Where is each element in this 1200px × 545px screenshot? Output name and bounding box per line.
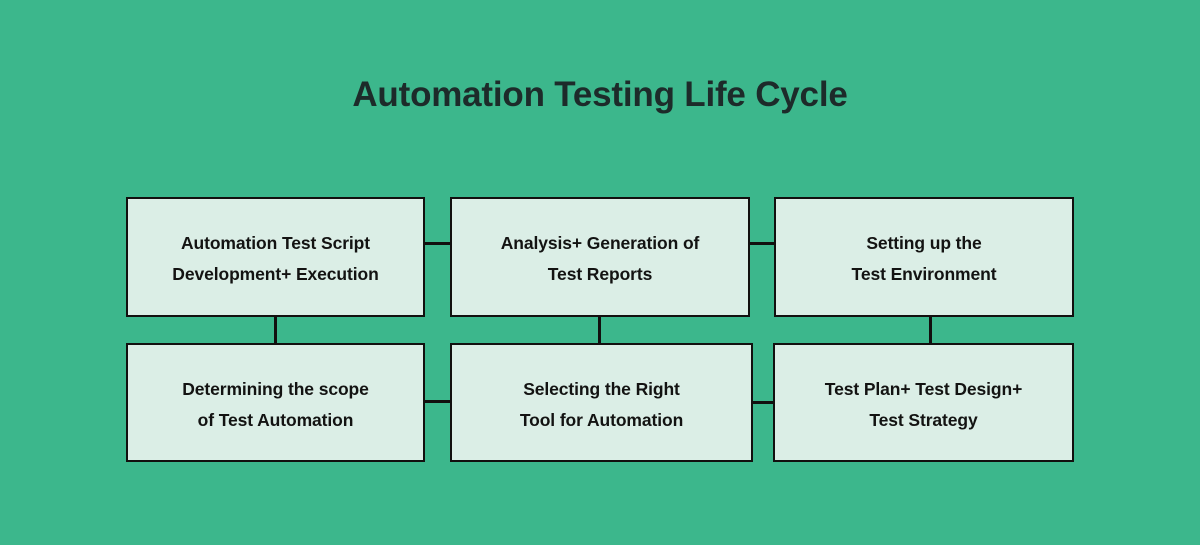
connector-node1-node2 [424, 242, 452, 245]
connector-node5-node6 [751, 401, 775, 404]
flowchart-node-selecting-the-right-tool[interactable]: Selecting the Right Tool for Automation [450, 343, 753, 462]
flowchart-node-determining-the-scope[interactable]: Determining the scope of Test Automation [126, 343, 425, 462]
node-label: Selecting the Right Tool for Automation [519, 379, 684, 431]
node-label: Analysis+ Generation of Test Reports [500, 233, 700, 285]
node-label: Test Plan+ Test Design+ Test Strategy [824, 379, 1023, 431]
flowchart-node-test-plan-design-strategy[interactable]: Test Plan+ Test Design+ Test Strategy [773, 343, 1074, 462]
node-label: Determining the scope of Test Automation [182, 379, 369, 431]
page-title: Automation Testing Life Cycle [352, 75, 848, 114]
node-label: Automation Test Script Development+ Exec… [172, 233, 379, 285]
node-label: Setting up the Test Environment [851, 233, 997, 285]
connector-node3-node6 [929, 315, 932, 345]
flowchart-node-analysis-generation-of-test-reports[interactable]: Analysis+ Generation of Test Reports [450, 197, 750, 317]
connector-node1-node4 [274, 315, 277, 345]
connector-node2-node5 [598, 315, 601, 345]
flowchart-node-setting-up-the-test-environment[interactable]: Setting up the Test Environment [774, 197, 1074, 317]
connector-node2-node3 [748, 242, 776, 245]
flowchart-node-automation-test-script[interactable]: Automation Test Script Development+ Exec… [126, 197, 425, 317]
connector-node4-node5 [424, 400, 452, 403]
